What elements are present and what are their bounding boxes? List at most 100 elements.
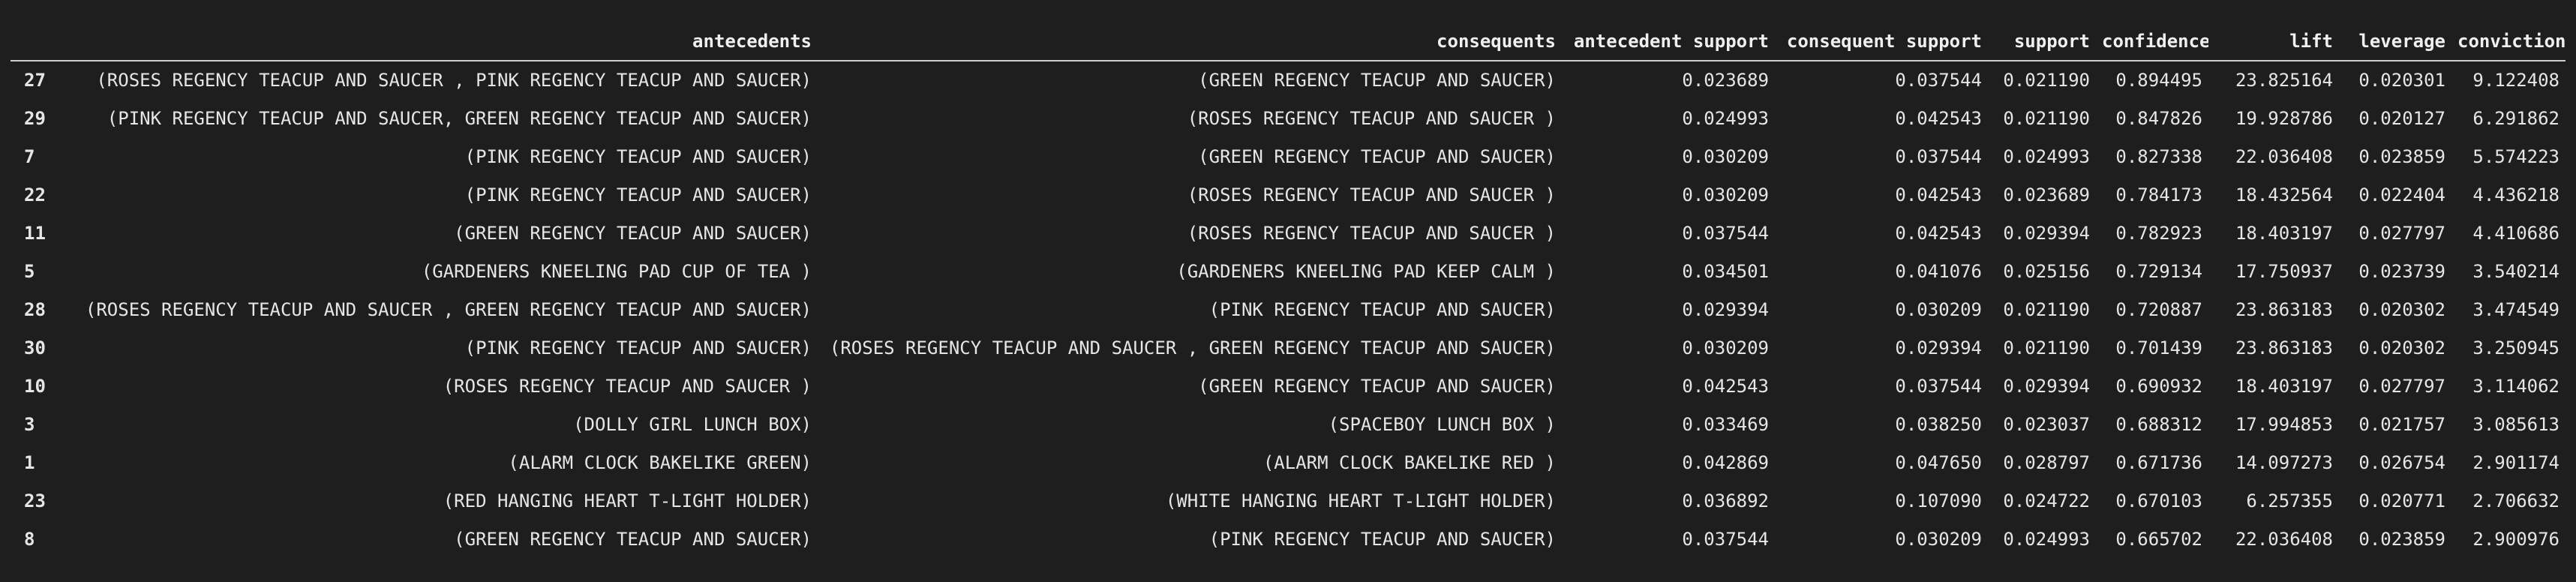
cell-support: 0.029394 xyxy=(2003,223,2090,244)
cell-antecedents: (PINK REGENCY TEACUP AND SAUCER) xyxy=(464,184,812,206)
column-header-lift: lift xyxy=(2208,22,2339,62)
cell-antecedent-support: 0.030209 xyxy=(1682,184,1769,206)
cell-lift: 6.257355 xyxy=(2246,490,2333,512)
cell-antecedents: (GARDENERS KNEELING PAD CUP OF TEA ) xyxy=(421,261,812,282)
cell-confidence: 0.688312 xyxy=(2115,414,2202,435)
cell-conviction: 4.410686 xyxy=(2472,223,2559,244)
cell-lift: 23.863183 xyxy=(2235,338,2333,358)
column-header-support: support xyxy=(1988,22,2096,62)
cell-antecedent-support: 0.036892 xyxy=(1682,490,1769,512)
cell-support: 0.025156 xyxy=(2003,261,2090,282)
column-header-antecedents: antecedents xyxy=(68,22,818,62)
cell-antecedents: (GREEN REGENCY TEACUP AND SAUCER) xyxy=(454,223,812,244)
cell-leverage: 0.020127 xyxy=(2358,108,2445,129)
dataframe-table: antecedents consequents antecedent suppo… xyxy=(11,22,2565,559)
cell-conviction: 5.574223 xyxy=(2472,146,2559,167)
cell-antecedent-support: 0.034501 xyxy=(1682,261,1769,282)
cell-consequents: (GREEN REGENCY TEACUP AND SAUCER) xyxy=(1198,70,1556,91)
cell-antecedents: (ROSES REGENCY TEACUP AND SAUCER ) xyxy=(443,376,812,397)
column-header-consequent-support: consequent support xyxy=(1775,22,1988,62)
table-row: 1(ALARM CLOCK BAKELIKE GREEN)(ALARM CLOC… xyxy=(11,444,2565,482)
cell-support: 0.023689 xyxy=(2003,184,2090,206)
row-index: 23 xyxy=(24,490,46,512)
column-header-leverage: leverage xyxy=(2339,22,2451,62)
table-header: antecedents consequents antecedent suppo… xyxy=(11,22,2565,62)
cell-consequent-support: 0.037544 xyxy=(1895,146,1982,167)
cell-leverage: 0.020302 xyxy=(2358,299,2445,320)
table-row: 29(PINK REGENCY TEACUP AND SAUCER, GREEN… xyxy=(11,100,2565,138)
cell-support: 0.023037 xyxy=(2003,414,2090,435)
table-row: 23(RED HANGING HEART T-LIGHT HOLDER)(WHI… xyxy=(11,482,2565,520)
column-header-confidence: confidence xyxy=(2096,22,2208,62)
cell-consequents: (ROSES REGENCY TEACUP AND SAUCER , GREEN… xyxy=(829,338,1556,358)
cell-lift: 23.863183 xyxy=(2235,299,2333,320)
cell-confidence: 0.690932 xyxy=(2115,376,2202,397)
cell-confidence: 0.665702 xyxy=(2115,529,2202,550)
cell-confidence: 0.670103 xyxy=(2115,490,2202,512)
cell-leverage: 0.023859 xyxy=(2358,529,2445,550)
row-index: 28 xyxy=(24,299,46,320)
column-header-consequents: consequents xyxy=(818,22,1562,62)
cell-antecedent-support: 0.037544 xyxy=(1682,529,1769,550)
cell-consequents: (ROSES REGENCY TEACUP AND SAUCER ) xyxy=(1187,223,1556,244)
cell-lift: 17.750937 xyxy=(2235,261,2333,282)
cell-lift: 18.403197 xyxy=(2235,376,2333,397)
cell-consequent-support: 0.030209 xyxy=(1895,299,1982,320)
cell-consequent-support: 0.047650 xyxy=(1895,452,1982,473)
table-row: 22(PINK REGENCY TEACUP AND SAUCER)(ROSES… xyxy=(11,176,2565,214)
cell-conviction: 3.540214 xyxy=(2472,261,2559,282)
cell-support: 0.024722 xyxy=(2003,490,2090,512)
cell-conviction: 3.085613 xyxy=(2472,414,2559,435)
cell-antecedents: (PINK REGENCY TEACUP AND SAUCER) xyxy=(464,146,812,167)
table-body: 27(ROSES REGENCY TEACUP AND SAUCER , PIN… xyxy=(11,61,2565,559)
cell-consequent-support: 0.042543 xyxy=(1895,108,1982,129)
cell-antecedents: (GREEN REGENCY TEACUP AND SAUCER) xyxy=(454,529,812,550)
cell-lift: 19.928786 xyxy=(2235,108,2333,129)
cell-consequents: (PINK REGENCY TEACUP AND SAUCER) xyxy=(1208,299,1556,320)
table-row: 11 (GREEN REGENCY TEACUP AND SAUCER) (ROSE… xyxy=(11,214,2565,253)
cell-confidence: 0.720887 xyxy=(2115,299,2202,320)
row-index: 11 xyxy=(24,223,46,244)
table-row: 5(GARDENERS KNEELING PAD CUP OF TEA )(GA… xyxy=(11,253,2565,291)
cell-lift: 14.097273 xyxy=(2235,452,2333,473)
cell-conviction: 3.114062 xyxy=(2472,376,2559,397)
cell-consequent-support: 0.029394 xyxy=(1895,338,1982,358)
cell-consequents: (GARDENERS KNEELING PAD KEEP CALM ) xyxy=(1176,261,1556,282)
cell-confidence: 0.701439 xyxy=(2115,338,2202,358)
cell-consequent-support: 0.037544 xyxy=(1895,376,1982,397)
cell-leverage: 0.020301 xyxy=(2358,70,2445,91)
cell-antecedent-support: 0.042543 xyxy=(1682,376,1769,397)
cell-consequents: (ROSES REGENCY TEACUP AND SAUCER ) xyxy=(1187,108,1556,129)
cell-antecedents: (ROSES REGENCY TEACUP AND SAUCER , PINK … xyxy=(96,70,812,91)
index-header xyxy=(11,22,68,62)
row-index: 29 xyxy=(24,108,46,129)
row-index: 10 xyxy=(24,376,46,397)
cell-leverage: 0.027797 xyxy=(2358,223,2445,244)
cell-leverage: 0.022404 xyxy=(2358,184,2445,206)
row-index: 8 xyxy=(24,529,35,550)
cell-consequent-support: 0.107090 xyxy=(1895,490,1982,512)
cell-consequent-support: 0.041076 xyxy=(1895,261,1982,282)
cell-antecedents: (DOLLY GIRL LUNCH BOX) xyxy=(573,414,812,435)
cell-consequents: (PINK REGENCY TEACUP AND SAUCER) xyxy=(1208,529,1556,550)
cell-antecedent-support: 0.033469 xyxy=(1682,414,1769,435)
cell-support: 0.024993 xyxy=(2003,529,2090,550)
cell-antecedents: (ROSES REGENCY TEACUP AND SAUCER , GREEN… xyxy=(85,299,812,320)
cell-conviction: 6.291862 xyxy=(2472,108,2559,129)
cell-consequent-support: 0.042543 xyxy=(1895,184,1982,206)
cell-support: 0.021190 xyxy=(2003,108,2090,129)
cell-consequent-support: 0.038250 xyxy=(1895,414,1982,435)
cell-support: 0.029394 xyxy=(2003,376,2090,397)
cell-support: 0.021190 xyxy=(2003,70,2090,91)
cell-leverage: 0.023739 xyxy=(2358,261,2445,282)
cell-support: 0.028797 xyxy=(2003,452,2090,473)
cell-antecedents: (PINK REGENCY TEACUP AND SAUCER) xyxy=(464,338,812,358)
cell-support: 0.021190 xyxy=(2003,338,2090,358)
cell-conviction: 4.436218 xyxy=(2472,184,2559,206)
cell-confidence: 0.729134 xyxy=(2115,261,2202,282)
row-index: 7 xyxy=(24,146,35,167)
table-row: 3(DOLLY GIRL LUNCH BOX)(SPACEBOY LUNCH B… xyxy=(11,406,2565,444)
cell-lift: 23.825164 xyxy=(2235,70,2333,91)
cell-lift: 18.403197 xyxy=(2235,223,2333,244)
